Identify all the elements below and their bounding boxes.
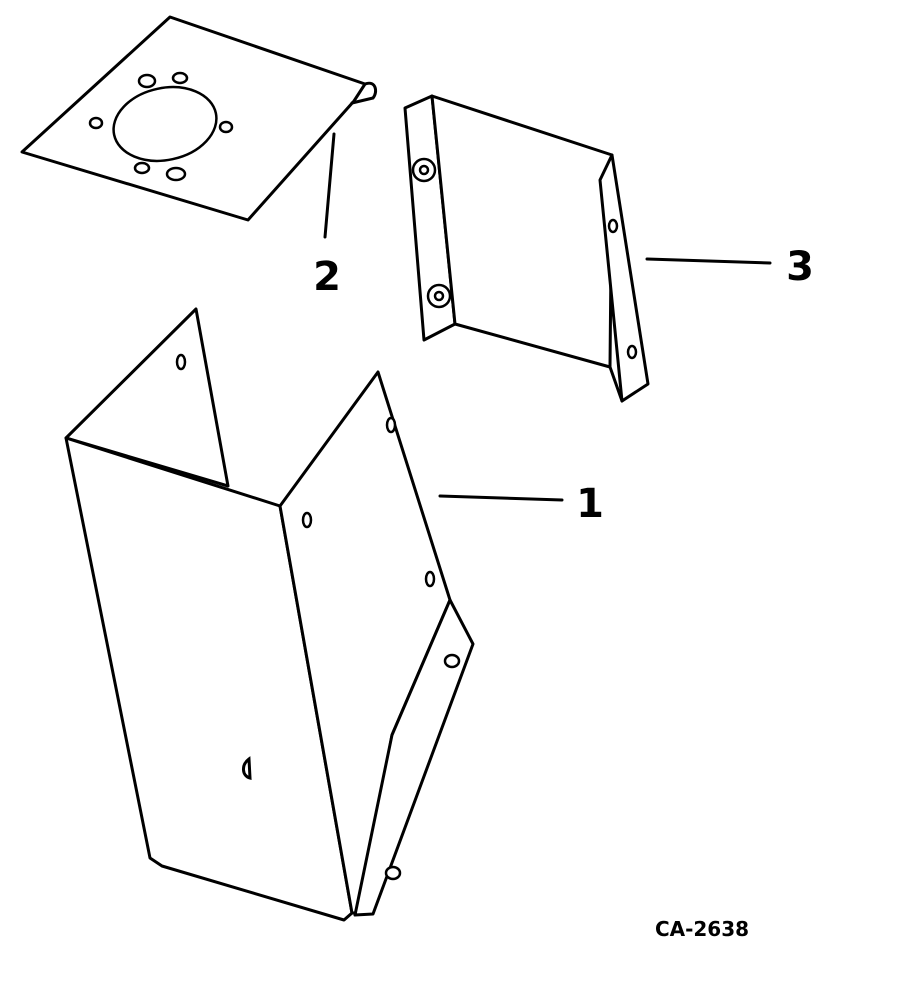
figure-code: CA-2638 — [655, 917, 749, 941]
chute-hole — [175, 353, 187, 371]
callout-2: 2 — [313, 254, 341, 300]
part-3-channel-bracket — [403, 94, 650, 403]
bracket-nut-center — [433, 290, 445, 302]
callout-1: 1 — [576, 481, 604, 527]
part-1-chute — [64, 307, 475, 922]
chute-slot — [242, 756, 252, 780]
chute-hole — [424, 570, 436, 588]
chute-hole — [301, 511, 313, 529]
plate-bolt-hole — [171, 71, 189, 85]
leader-line-3 — [645, 257, 772, 265]
part-2-plate — [20, 15, 378, 222]
chute-hole — [443, 653, 461, 669]
plate-bolt-hole — [133, 161, 151, 175]
plate-bolt-hole — [88, 116, 104, 130]
plate-center-opening — [112, 85, 218, 163]
bracket-hole — [607, 218, 619, 234]
leader-line-1 — [438, 494, 564, 502]
bracket-hole — [626, 344, 638, 360]
plate-bolt-hole — [165, 166, 187, 182]
plate-bolt-hole — [137, 73, 157, 89]
callout-3: 3 — [786, 244, 814, 290]
chute-hole — [384, 865, 402, 881]
leader-line-2 — [323, 132, 336, 239]
plate-bolt-hole — [218, 120, 234, 134]
chute-hole — [385, 416, 397, 434]
bracket-nut-center — [418, 164, 430, 176]
